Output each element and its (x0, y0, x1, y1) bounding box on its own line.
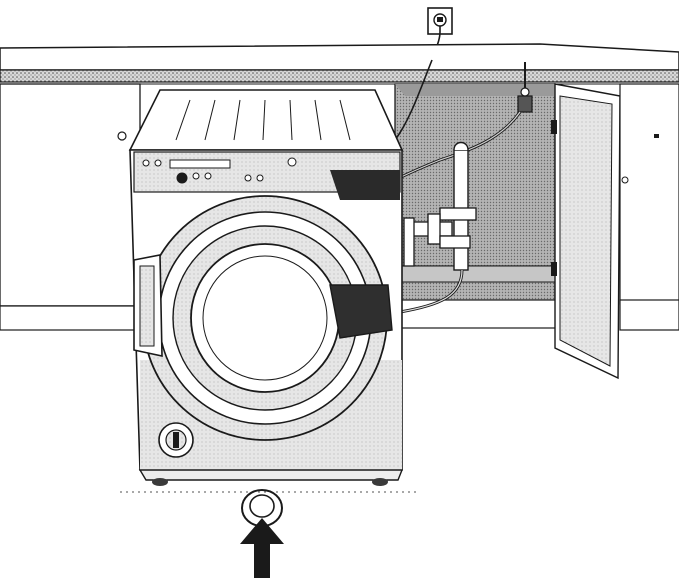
adjustable-foot-icon (241, 489, 283, 527)
countertop (0, 43, 679, 85)
detergent-drawer (169, 159, 231, 169)
machine-top (128, 89, 404, 151)
washing-machine (128, 89, 404, 486)
arrow-up-icon (240, 518, 284, 578)
power-socket-icon (427, 7, 453, 61)
water-tap-icon (517, 62, 533, 113)
filter-cap-icon (158, 422, 194, 458)
control-buttons (142, 157, 297, 184)
right-cabinet (619, 83, 679, 331)
left-cabinet (0, 83, 141, 331)
door-latch (329, 284, 393, 339)
drain-trap (399, 141, 477, 314)
cabinet-door (551, 83, 621, 380)
cabinet-interior (384, 59, 561, 329)
